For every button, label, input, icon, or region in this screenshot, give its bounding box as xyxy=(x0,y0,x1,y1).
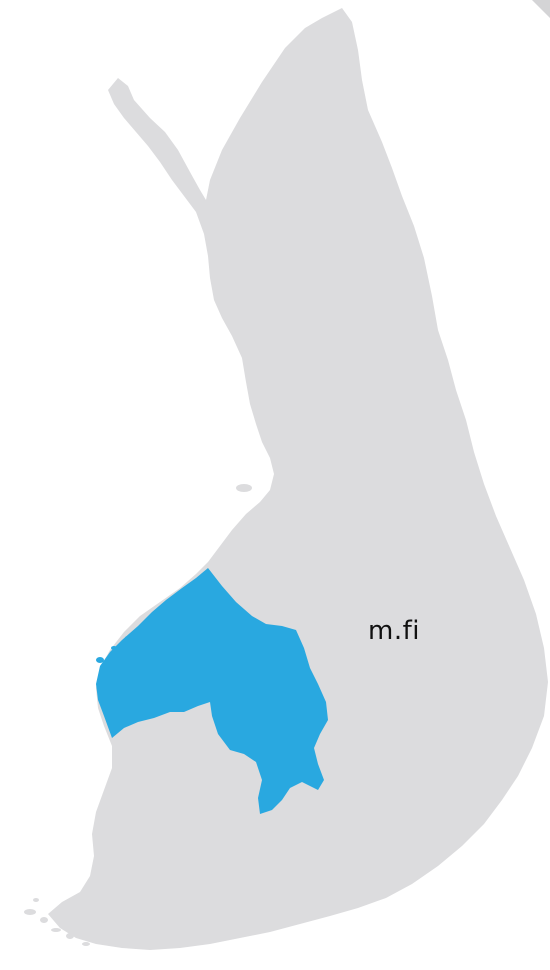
archipelago-southwest xyxy=(24,898,90,946)
corner-decoration xyxy=(532,0,550,18)
island-kvarken xyxy=(236,484,252,492)
map-label: m.fi xyxy=(368,616,420,646)
island-small-1 xyxy=(96,657,104,663)
country-finland xyxy=(48,8,548,950)
highlighted-region[interactable] xyxy=(96,568,328,814)
